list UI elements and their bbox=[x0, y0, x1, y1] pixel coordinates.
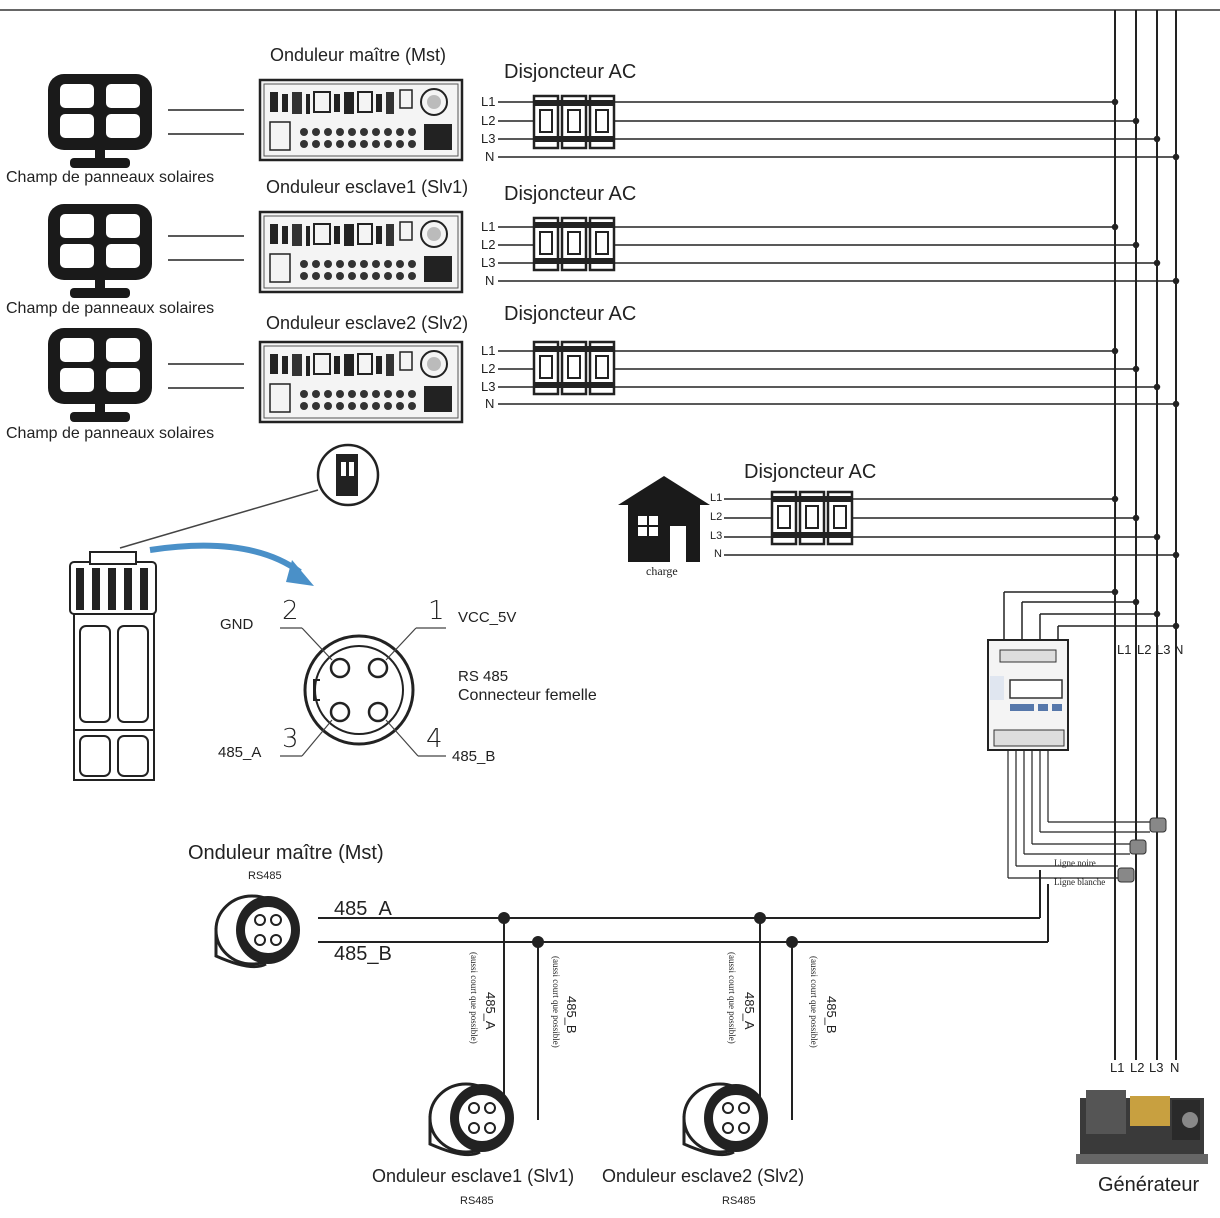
load-label: charge bbox=[646, 564, 678, 578]
slave2-inverter-icon bbox=[258, 340, 464, 424]
phase-label: L3 bbox=[481, 255, 496, 270]
bus-phase-label: L3 bbox=[1156, 642, 1171, 657]
vcc-label: VCC_5V bbox=[458, 609, 517, 626]
solar-field-label: Champ de panneaux solaires bbox=[6, 425, 215, 442]
master-inverter-icon bbox=[258, 78, 464, 162]
slave1-inverter-label: Onduleur esclave1 (Slv1) bbox=[266, 177, 469, 197]
house-icon bbox=[618, 476, 710, 562]
pin-485b-label: 485_B bbox=[452, 748, 496, 765]
breaker-icon bbox=[532, 216, 616, 272]
gnd-label: GND bbox=[220, 616, 254, 633]
phase-label: L2 bbox=[481, 237, 496, 252]
connector-name-line2: Connecteur femelle bbox=[458, 687, 597, 704]
ac-breaker-label: Disjoncteur AC bbox=[504, 61, 637, 83]
drop-485b-label: 485_B bbox=[564, 996, 579, 1034]
generator-icon bbox=[1076, 1090, 1208, 1164]
ac-breaker-label: Disjoncteur AC bbox=[744, 461, 877, 483]
ac-breaker-label: Disjoncteur AC bbox=[504, 303, 637, 325]
pin-number-4: 4 bbox=[426, 724, 443, 754]
bus-phase-label: N bbox=[1174, 642, 1184, 657]
slave2-inverter-label: Onduleur esclave2 (Slv2) bbox=[266, 313, 469, 333]
gen-phase-label: N bbox=[1170, 1060, 1180, 1075]
drop-note: (aussi court que possible) bbox=[727, 952, 737, 1044]
phase-label: L1 bbox=[481, 94, 496, 109]
phase-label: N bbox=[485, 149, 495, 164]
solar-panel-icon bbox=[48, 204, 152, 298]
pin-number-3: 3 bbox=[282, 724, 299, 754]
phase-label: L1 bbox=[481, 219, 496, 234]
phase-label: L1 bbox=[710, 492, 723, 504]
energy-meter-icon bbox=[987, 639, 1069, 751]
pin-number-2: 2 bbox=[282, 596, 299, 626]
drop-485a-label: 485_A bbox=[483, 992, 498, 1030]
bus-master-title: Onduleur maître (Mst) bbox=[188, 842, 384, 864]
bus-slave1-title: Onduleur esclave1 (Slv1) bbox=[372, 1166, 575, 1186]
connector-name-line1: RS 485 bbox=[458, 668, 509, 685]
phase-label: L3 bbox=[481, 131, 496, 146]
ac-breaker-label: Disjoncteur AC bbox=[504, 183, 637, 205]
master-inverter-label: Onduleur maître (Mst) bbox=[270, 45, 447, 65]
phase-label: L1 bbox=[481, 343, 496, 358]
bus-phase-label: L1 bbox=[1117, 642, 1132, 657]
breaker-icon bbox=[532, 94, 616, 150]
drop-485a-label: 485_A bbox=[742, 992, 757, 1030]
ct-clamp-icon bbox=[1117, 817, 1167, 883]
drop-485b-label: 485_B bbox=[824, 996, 839, 1034]
slave1-rs485-plug-icon bbox=[428, 1082, 516, 1157]
master-rs485-plug-icon bbox=[214, 894, 302, 969]
bus-slave2-title: Onduleur esclave2 (Slv2) bbox=[602, 1166, 805, 1186]
pin-number-1: 1 bbox=[428, 596, 445, 626]
solar-panel-icon bbox=[48, 74, 152, 168]
drop-note: (aussi court que possible) bbox=[809, 956, 819, 1048]
pin-485a-label: 485_A bbox=[218, 744, 262, 761]
phase-label: L3 bbox=[481, 379, 496, 394]
gen-phase-label: L3 bbox=[1149, 1060, 1164, 1075]
bus-485a-label: 485_A bbox=[334, 898, 392, 920]
gen-phase-label: L1 bbox=[1110, 1060, 1125, 1075]
phase-label: L2 bbox=[481, 361, 496, 376]
solar-panel-icon bbox=[48, 328, 152, 422]
slave2-rs485-plug-icon bbox=[682, 1082, 770, 1157]
slave1-inverter-icon bbox=[258, 210, 464, 294]
black-line-label: Ligne noire bbox=[1054, 858, 1096, 868]
solar-field-label: Champ de panneaux solaires bbox=[6, 169, 215, 186]
gen-phase-label: L2 bbox=[1130, 1060, 1145, 1075]
phase-label: L3 bbox=[710, 530, 723, 542]
phase-label: N bbox=[485, 273, 495, 288]
generator-label: Générateur bbox=[1098, 1174, 1200, 1196]
phase-label: L2 bbox=[481, 113, 496, 128]
drop-note: (aussi court que possible) bbox=[551, 956, 561, 1048]
bus-slave1-rs485: RS485 bbox=[460, 1195, 494, 1207]
phase-label: L2 bbox=[710, 511, 723, 523]
white-line-label: Ligne blanche bbox=[1054, 877, 1106, 887]
rs485-female-connector-icon bbox=[303, 634, 415, 746]
breaker-icon bbox=[532, 340, 616, 396]
breaker-icon bbox=[770, 490, 854, 546]
bus-slave2-rs485: RS485 bbox=[722, 1195, 756, 1207]
rs485-connector-icon bbox=[69, 551, 157, 781]
solar-field-label: Champ de panneaux solaires bbox=[6, 300, 215, 317]
phase-label: N bbox=[485, 396, 495, 411]
bus-485b-label: 485_B bbox=[334, 943, 392, 965]
phase-label: N bbox=[714, 548, 722, 560]
bus-phase-label: L2 bbox=[1137, 642, 1152, 657]
bus-master-rs485: RS485 bbox=[248, 870, 282, 882]
drop-note: (aussi court que possible) bbox=[469, 952, 479, 1044]
